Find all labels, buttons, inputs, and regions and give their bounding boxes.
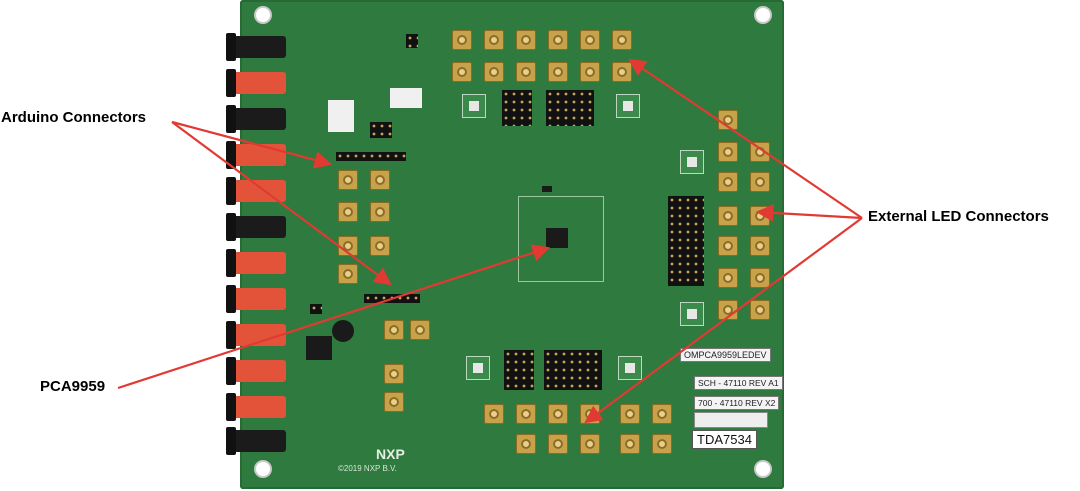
sma-connector bbox=[620, 404, 640, 424]
annotation-arduino: Arduino Connectors bbox=[1, 109, 146, 126]
sma-connector bbox=[718, 236, 738, 256]
led-pad bbox=[462, 94, 486, 118]
sma-connector bbox=[384, 320, 404, 340]
led-pad bbox=[466, 356, 490, 380]
chip bbox=[542, 186, 552, 192]
sma-connector bbox=[718, 172, 738, 192]
sma-connector bbox=[370, 170, 390, 190]
banana-jack bbox=[226, 249, 286, 277]
pin-header bbox=[370, 122, 392, 138]
led-header-bottom bbox=[504, 350, 534, 390]
annotation-external-led: External LED Connectors bbox=[868, 208, 1049, 225]
copyright-text: ©2019 NXP B.V. bbox=[338, 464, 397, 473]
sma-connector bbox=[516, 404, 536, 424]
inductor bbox=[332, 320, 354, 342]
chip bbox=[306, 336, 332, 360]
sma-connector bbox=[750, 172, 770, 192]
serial-label bbox=[694, 412, 768, 428]
banana-jack bbox=[226, 69, 286, 97]
sma-connector bbox=[516, 434, 536, 454]
pcb-board: OMPCA9959LEDEV SCH - 47110 REV A1 700 - … bbox=[240, 0, 784, 489]
sma-connector bbox=[370, 236, 390, 256]
sma-connector bbox=[652, 404, 672, 424]
annotation-pca: PCA9959 bbox=[40, 378, 106, 395]
sma-connector bbox=[580, 434, 600, 454]
connector-block bbox=[328, 100, 354, 132]
sma-connector bbox=[452, 62, 472, 82]
pin-header bbox=[406, 34, 418, 48]
sma-connector bbox=[718, 300, 738, 320]
sma-connector bbox=[410, 320, 430, 340]
sma-connector bbox=[452, 30, 472, 50]
connector-block bbox=[390, 88, 422, 108]
banana-jack bbox=[226, 213, 286, 241]
banana-jack bbox=[226, 33, 286, 61]
banana-jack bbox=[226, 321, 286, 349]
sma-connector bbox=[612, 30, 632, 50]
arduino-header-top bbox=[336, 152, 406, 161]
led-header-right bbox=[668, 196, 704, 286]
mounting-hole bbox=[756, 462, 770, 476]
led-header-top bbox=[502, 90, 532, 126]
banana-jack bbox=[226, 357, 286, 385]
banana-jack bbox=[226, 105, 286, 133]
sma-connector bbox=[620, 434, 640, 454]
banana-jack bbox=[226, 285, 286, 313]
sma-connector bbox=[548, 404, 568, 424]
sma-connector bbox=[338, 264, 358, 284]
sma-connector bbox=[370, 202, 390, 222]
board-label-rev: 700 - 47110 REV X2 bbox=[694, 396, 780, 410]
led-pad bbox=[616, 94, 640, 118]
sma-connector bbox=[718, 142, 738, 162]
board-label-tda: TDA7534 bbox=[692, 430, 757, 449]
pca9959-chip bbox=[546, 228, 568, 248]
sma-connector bbox=[516, 30, 536, 50]
sma-connector bbox=[484, 404, 504, 424]
sma-connector bbox=[750, 236, 770, 256]
sma-connector bbox=[338, 202, 358, 222]
sma-connector bbox=[548, 30, 568, 50]
led-pad bbox=[680, 150, 704, 174]
led-pad bbox=[618, 356, 642, 380]
sma-connector bbox=[516, 62, 536, 82]
sma-connector bbox=[338, 170, 358, 190]
sma-connector bbox=[580, 62, 600, 82]
sma-connector bbox=[718, 206, 738, 226]
sma-connector bbox=[548, 62, 568, 82]
sma-connector bbox=[750, 142, 770, 162]
banana-jack bbox=[226, 427, 286, 455]
sma-connector bbox=[548, 434, 568, 454]
led-header-top bbox=[546, 90, 594, 126]
mounting-hole bbox=[256, 462, 270, 476]
board-label-sch: SCH - 47110 REV A1 bbox=[694, 376, 783, 390]
board-label-ompca: OMPCA9959LEDEV bbox=[680, 348, 771, 362]
sma-connector bbox=[750, 300, 770, 320]
led-header-bottom bbox=[544, 350, 602, 390]
pin-header bbox=[310, 304, 322, 314]
sma-connector bbox=[484, 62, 504, 82]
sma-connector bbox=[384, 364, 404, 384]
mounting-hole bbox=[256, 8, 270, 22]
led-pad bbox=[680, 302, 704, 326]
sma-connector bbox=[750, 268, 770, 288]
center-region bbox=[518, 196, 604, 282]
sma-connector bbox=[580, 30, 600, 50]
sma-connector bbox=[484, 30, 504, 50]
mounting-hole bbox=[756, 8, 770, 22]
nxp-logo: NXP bbox=[376, 446, 405, 462]
sma-connector bbox=[652, 434, 672, 454]
banana-jack bbox=[226, 393, 286, 421]
sma-connector bbox=[718, 268, 738, 288]
sma-connector bbox=[384, 392, 404, 412]
